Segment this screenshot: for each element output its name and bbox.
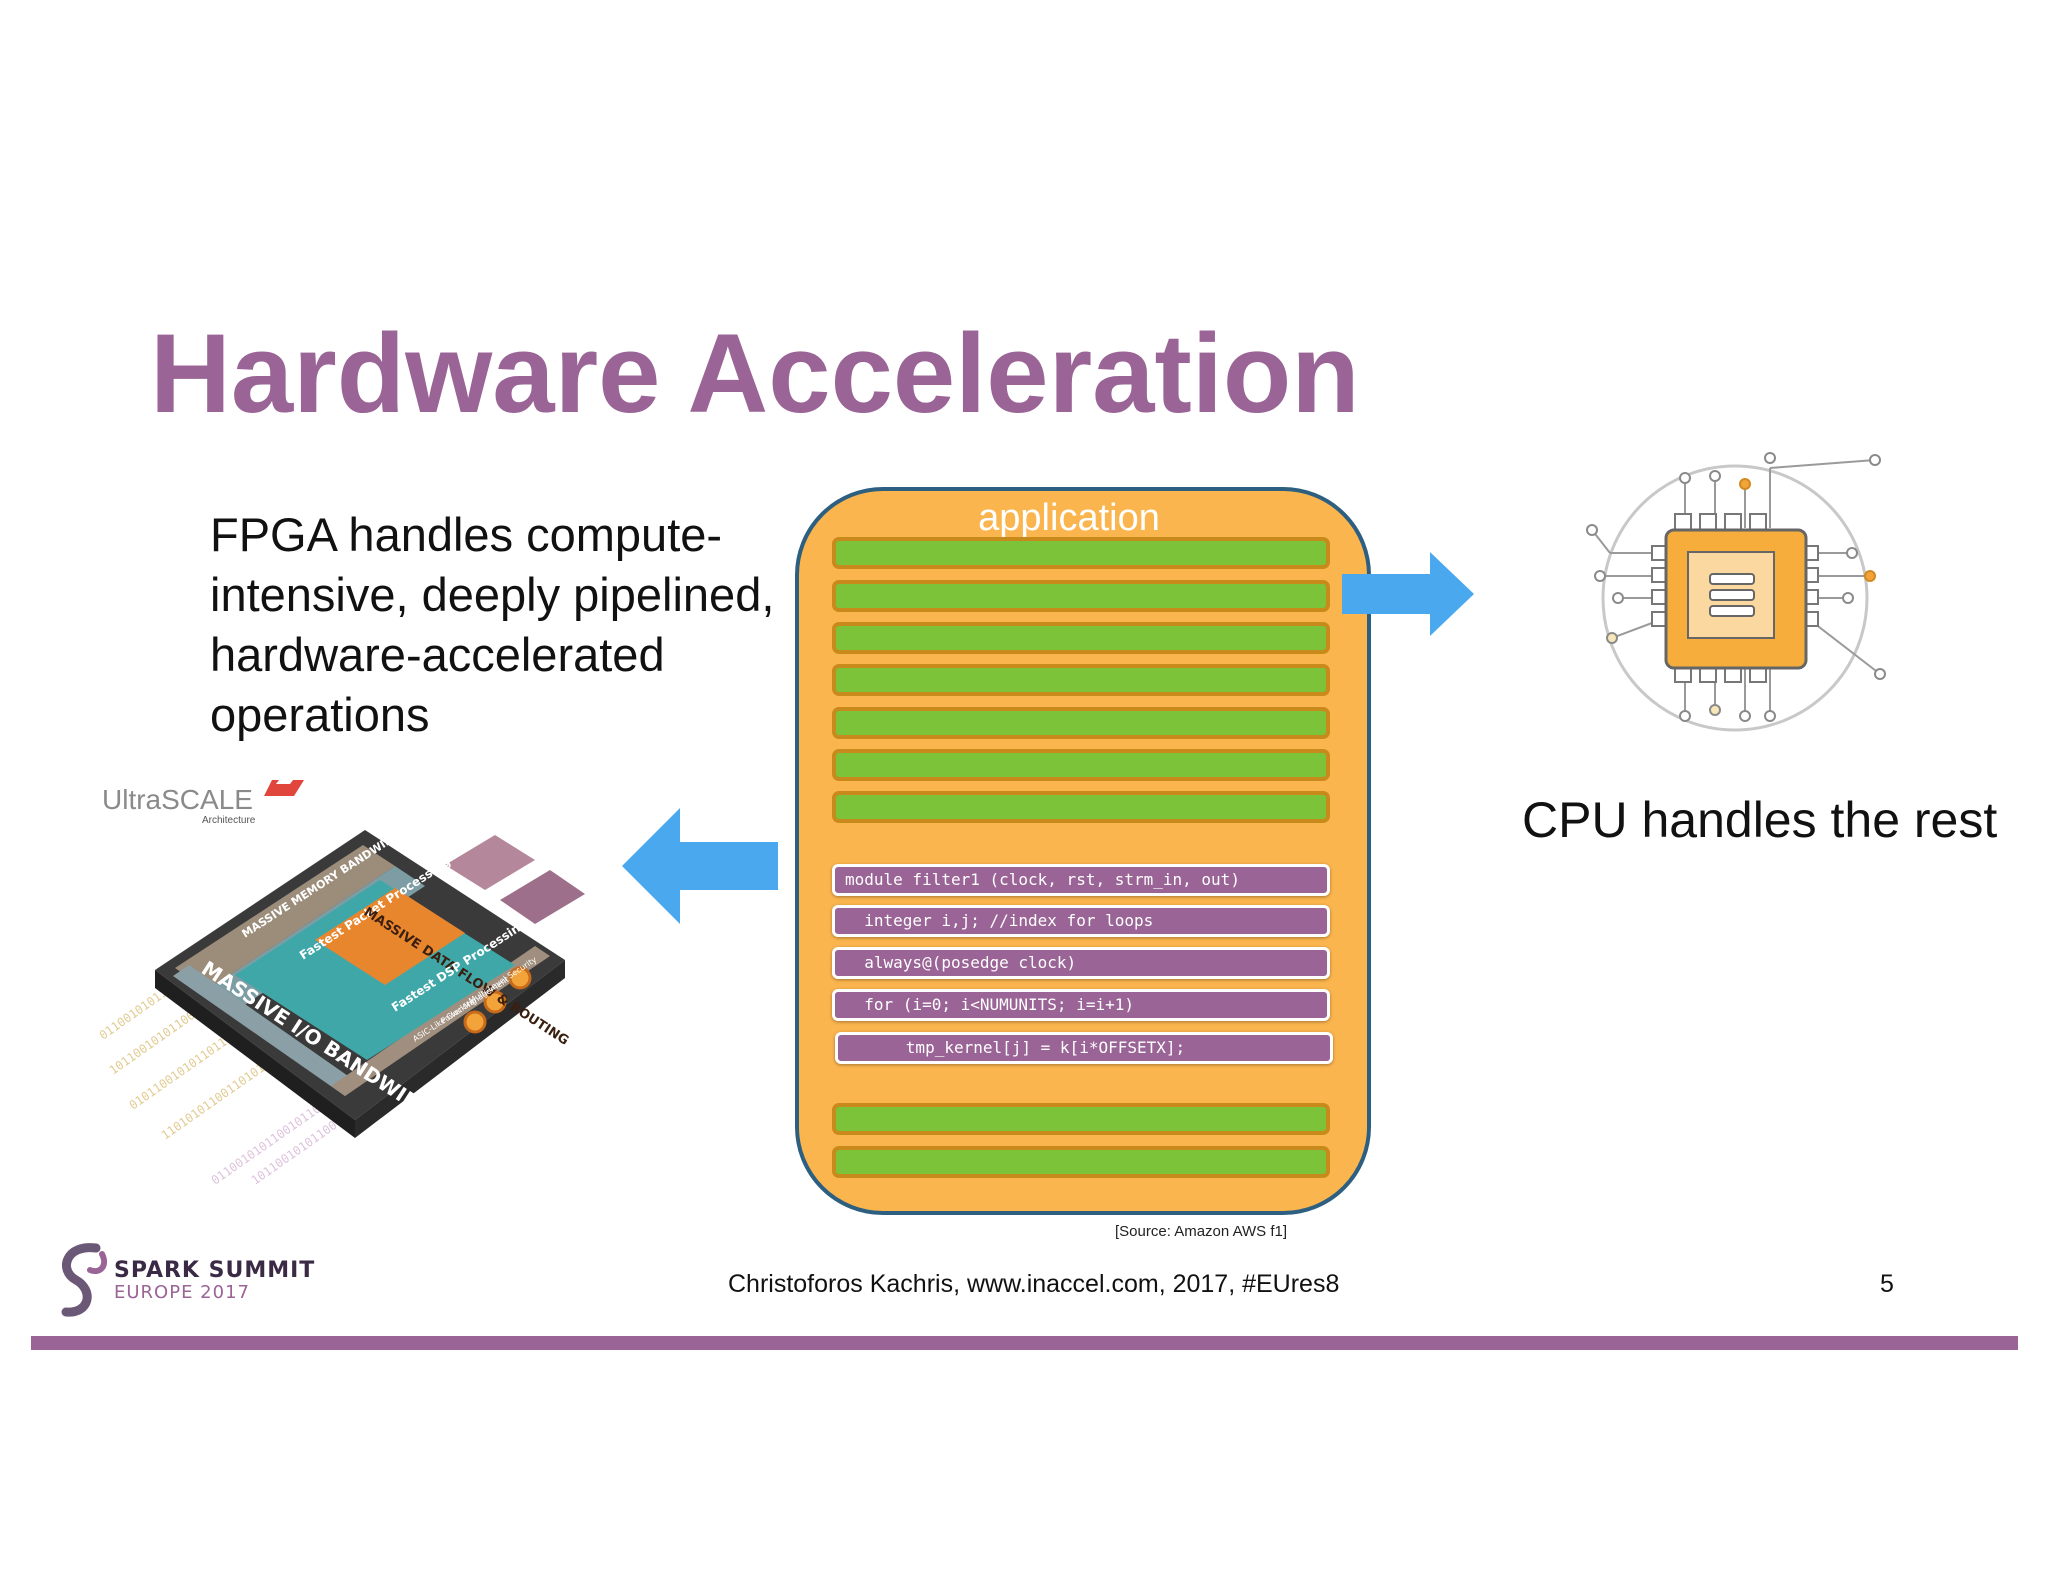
pipeline-stage-bar [832, 749, 1330, 781]
footer-divider [31, 1336, 2018, 1350]
slide-title: Hardware Acceleration [150, 311, 1360, 436]
ultrascale-logo: UltraSCALE [102, 785, 253, 815]
code-line: for (i=0; i<NUMUNITS; i=i+1) [832, 989, 1330, 1021]
pipeline-stage-bar [832, 791, 1330, 823]
code-line: always@(posedge clock) [832, 947, 1330, 979]
source-note: [Source: Amazon AWS f1] [1115, 1223, 1288, 1240]
ultrascale-brand: UltraSCALE [102, 784, 253, 815]
pipeline-stage-bar [832, 580, 1330, 612]
pipeline-stage-bar [832, 622, 1330, 654]
logo-subtitle: EUROPE 2017 [114, 1282, 250, 1303]
cpu-chip-icon [1586, 452, 1886, 732]
code-line: tmp_kernel[j] = k[i*OFFSETX]; [835, 1032, 1333, 1064]
fpga-text-line: operations [210, 688, 430, 741]
pipeline-stage-bar [832, 1103, 1330, 1135]
pipeline-stage-bar [832, 537, 1330, 569]
pipeline-stage-bar [832, 1146, 1330, 1178]
fpga-text-line: intensive, deeply pipelined, [210, 568, 775, 621]
footer-credit: Christoforos Kachris, www.inaccel.com, 2… [728, 1270, 1340, 1298]
cpu-description: CPU handles the rest [1522, 792, 1998, 848]
spark-summit-logo-icon [61, 1243, 108, 1317]
pipeline-stage-bar [832, 707, 1330, 739]
ultrascale-logo-icon [264, 776, 304, 796]
arrow-left-icon [622, 808, 778, 924]
fpga-chip-illustration: 0110010101100101101100101011 10110010101… [97, 824, 585, 1187]
arrow-right-icon [1342, 552, 1474, 636]
application-label: application [978, 497, 1160, 539]
page-number: 5 [1880, 1270, 1894, 1298]
code-line: integer i,j; //index for loops [832, 905, 1330, 937]
fpga-description: FPGA handles compute- intensive, deeply … [210, 505, 850, 745]
pipeline-stage-bar [832, 664, 1330, 696]
ultrascale-subtitle: Architecture [202, 815, 256, 826]
logo-title: SPARK SUMMIT [114, 1258, 316, 1283]
fpga-text-line: hardware-accelerated [210, 628, 665, 681]
code-line: module filter1 (clock, rst, strm_in, out… [832, 864, 1330, 896]
fpga-text-line: FPGA handles compute- [210, 508, 723, 561]
